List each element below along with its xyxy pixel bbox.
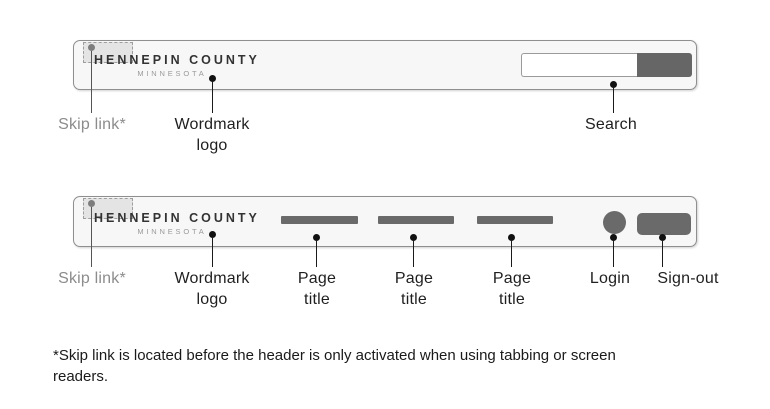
wordmark-subtitle: MINNESOTA bbox=[137, 227, 207, 236]
callout-line-wordmark bbox=[212, 82, 213, 113]
search-input[interactable] bbox=[521, 53, 637, 77]
callout-dot-wordmark bbox=[209, 231, 216, 238]
callout-dot-page-title bbox=[508, 234, 515, 241]
login-avatar-placeholder[interactable] bbox=[603, 211, 626, 234]
callout-label-wordmark: Wordmark logo bbox=[174, 270, 250, 308]
footnote-line: *Skip link is located before the header … bbox=[53, 347, 616, 364]
callout-line-skip-link bbox=[91, 51, 92, 113]
callout-label-page-title: Page title bbox=[297, 270, 337, 308]
page-title-link-placeholder[interactable] bbox=[281, 216, 358, 224]
callout-label-login: Login bbox=[589, 270, 631, 287]
skip-link-target[interactable] bbox=[83, 42, 133, 63]
callout-dot-skip-link bbox=[88, 44, 95, 51]
page-title-link-placeholder[interactable] bbox=[378, 216, 454, 224]
callout-dot-skip-link bbox=[88, 200, 95, 207]
sign-out-button-placeholder[interactable] bbox=[637, 213, 691, 235]
callout-dot-search bbox=[610, 81, 617, 88]
callout-line-sign-out bbox=[662, 241, 663, 267]
callout-label-skip-link: Skip link* bbox=[58, 116, 126, 133]
callout-line-page-title bbox=[316, 241, 317, 267]
callout-label-wordmark: Wordmark logo bbox=[174, 116, 250, 154]
callout-label-page-title: Page title bbox=[492, 270, 532, 308]
callout-line-wordmark bbox=[212, 238, 213, 267]
callout-dot-sign-out bbox=[659, 234, 666, 241]
callout-dot-page-title bbox=[410, 234, 417, 241]
wordmark-subtitle: MINNESOTA bbox=[137, 69, 207, 78]
callout-label-skip-link: Skip link* bbox=[58, 270, 126, 287]
footnote-line: readers. bbox=[53, 368, 109, 385]
callout-line-page-title bbox=[413, 241, 414, 267]
search-button[interactable] bbox=[637, 53, 692, 77]
wordmark-logo[interactable]: HENNEPIN COUNTY MINNESOTA bbox=[94, 211, 260, 236]
search-group bbox=[521, 53, 692, 77]
callout-dot-page-title bbox=[313, 234, 320, 241]
wordmark-logo[interactable]: HENNEPIN COUNTY MINNESOTA bbox=[94, 53, 260, 78]
callout-label-page-title: Page title bbox=[394, 270, 434, 308]
callout-label-search: Search bbox=[585, 116, 637, 133]
callout-line-skip-link bbox=[91, 207, 92, 267]
header-search-variant: HENNEPIN COUNTY MINNESOTA bbox=[73, 40, 697, 90]
page-title-link-placeholder[interactable] bbox=[477, 216, 553, 224]
callout-line-page-title bbox=[511, 241, 512, 267]
callout-dot-wordmark bbox=[209, 75, 216, 82]
wordmark-title: HENNEPIN COUNTY bbox=[94, 53, 260, 67]
header-nav-variant: HENNEPIN COUNTY MINNESOTA bbox=[73, 196, 697, 247]
callout-dot-login bbox=[610, 234, 617, 241]
callout-line-login bbox=[613, 241, 614, 267]
callout-line-search bbox=[613, 88, 614, 113]
callout-label-sign-out: Sign-out bbox=[657, 270, 719, 287]
skip-link-footnote: *Skip link is located before the header … bbox=[53, 345, 616, 387]
wordmark-title: HENNEPIN COUNTY bbox=[94, 211, 260, 225]
skip-link-target[interactable] bbox=[83, 198, 133, 219]
